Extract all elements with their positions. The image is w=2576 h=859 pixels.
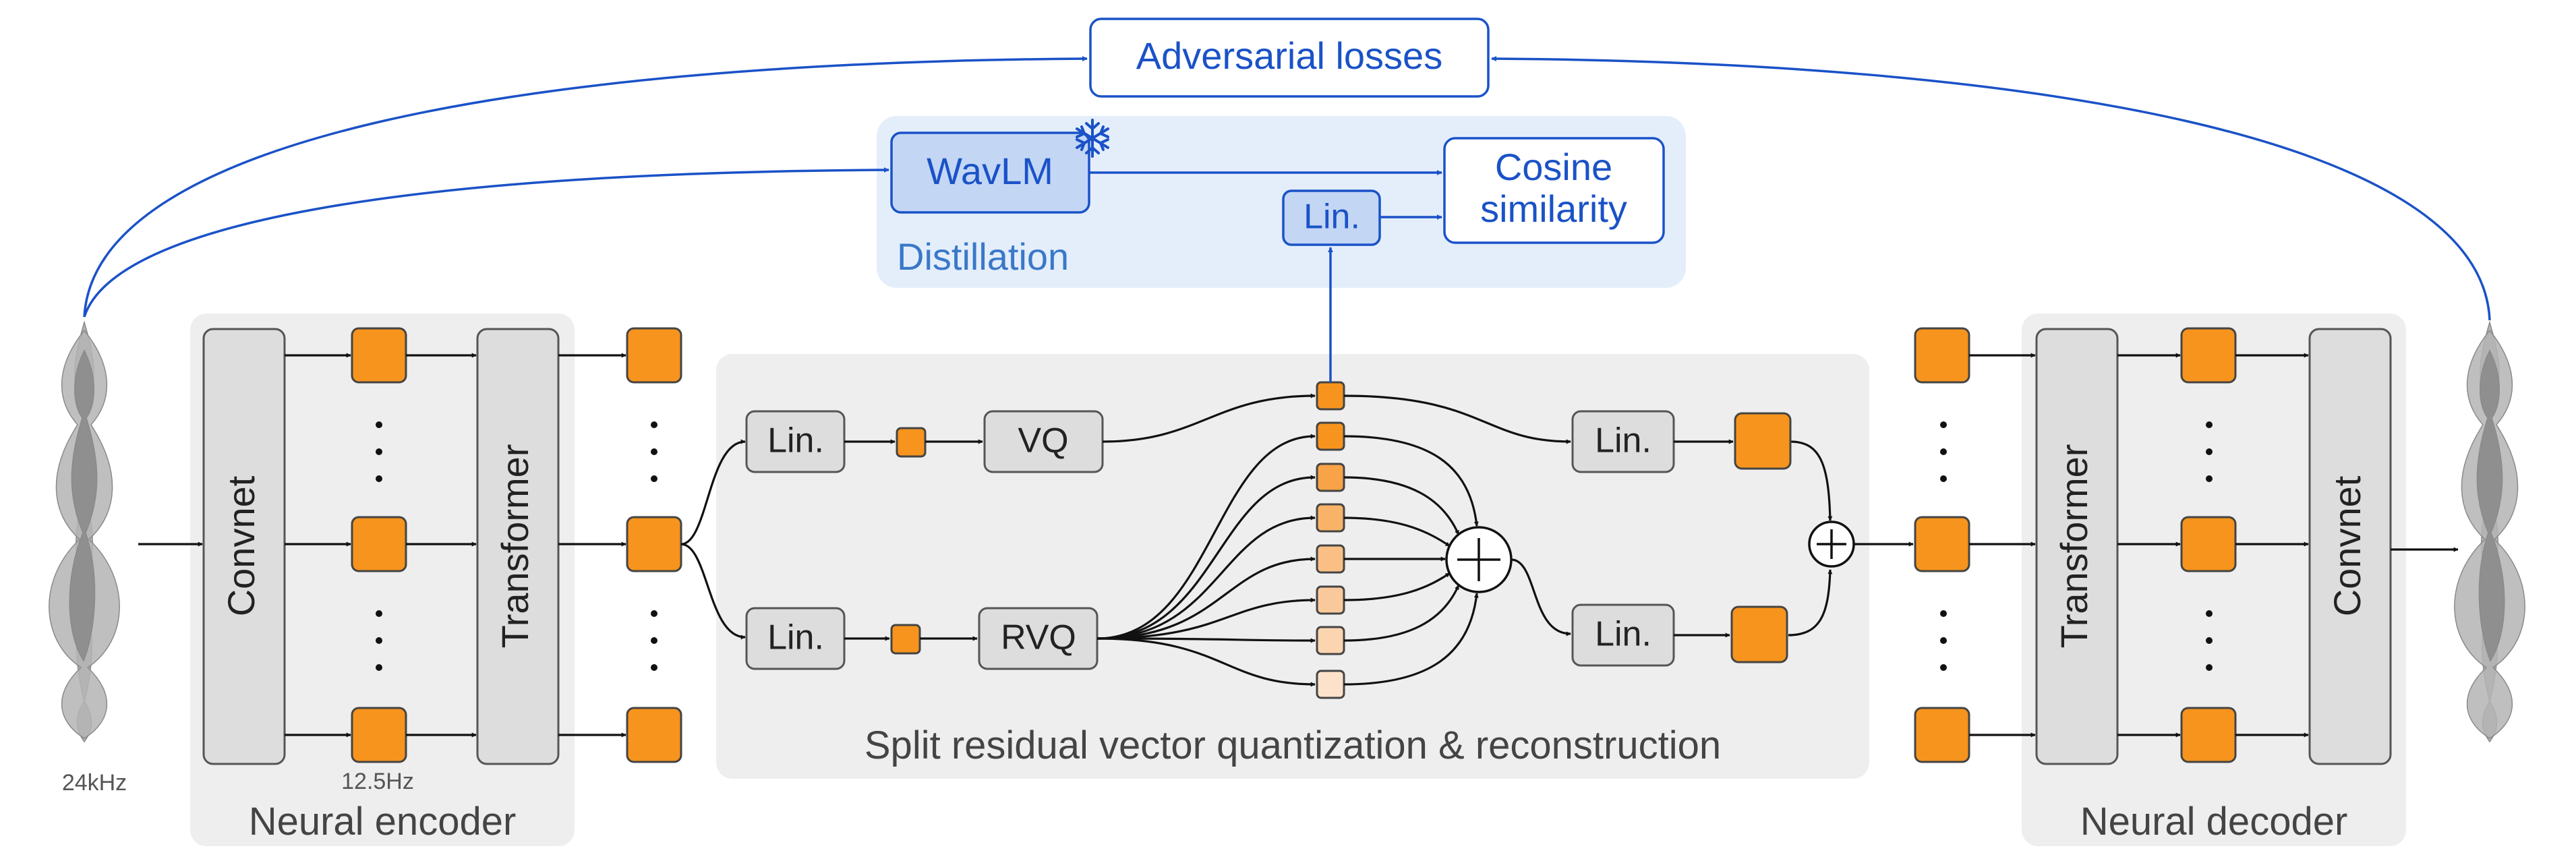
encoder-transformer-label: Transformer (494, 444, 536, 649)
cosine-similarity-block (1443, 137, 1665, 244)
neural-encoder-label: Neural encoder (249, 800, 517, 843)
output-waveform (2454, 320, 2525, 743)
decoder-token-top (2180, 327, 2237, 384)
split-rvq-panel (716, 354, 1869, 779)
decoder-token-mid (2180, 516, 2237, 572)
lin-semantic-in-label: Lin. (767, 421, 824, 461)
encoder-arrows (138, 353, 626, 738)
distill-lin-label: Lin. (1304, 198, 1360, 237)
encoder-transformer-block (476, 328, 560, 765)
adversarial-losses-label: Adversarial losses (1136, 34, 1442, 77)
latent-token-bottom (626, 707, 682, 763)
lin-semantic-out-label: Lin. (1595, 421, 1651, 461)
decoder-token-bottom (2180, 707, 2237, 763)
neural-decoder-label: Neural decoder (2080, 800, 2348, 843)
acoustic-code-token-4 (1316, 544, 1345, 574)
input-rate-label: 24kHz (62, 770, 127, 796)
ellipsis-dots (376, 421, 2213, 671)
split-arrows (680, 439, 746, 640)
acoustic-code-token-2 (1316, 463, 1345, 492)
decoder-transformer-block (2035, 328, 2119, 765)
semantic-latent-token (896, 427, 927, 458)
quant-output-arrows (1343, 394, 1914, 638)
acoustic-code-token-7 (1316, 670, 1345, 699)
lin-acoustic-in-label: Lin. (767, 618, 824, 657)
acoustic-code-token-1 (1316, 421, 1345, 451)
decoder-convnet-label: Convnet (2326, 475, 2368, 616)
semantic-code-token (1316, 381, 1345, 411)
decoder-arrows (1969, 353, 2459, 738)
acoustic-code-token-3 (1316, 503, 1345, 533)
distillation-label: Distillation (897, 235, 1069, 278)
latent-token-mid (626, 516, 682, 572)
quant-inner-arrows (844, 439, 983, 641)
frame-rate-label: 12.5Hz (341, 769, 414, 794)
encoder-token-bottom (351, 707, 407, 763)
latent-token-top (626, 327, 682, 384)
decoder-input-token-top (1914, 327, 1970, 384)
cosine-label-line1: Cosine (1495, 146, 1612, 188)
encoder-token-mid (351, 516, 407, 572)
acoustic-reconstructed-token (1730, 605, 1788, 663)
cosine-label-line2: similarity (1480, 187, 1627, 230)
encoder-convnet-label: Convnet (220, 475, 262, 616)
snowflake-icon (1076, 119, 1109, 158)
rvq-label: RVQ (1001, 618, 1076, 657)
split-rvq-panel-label: Split residual vector quantization & rec… (865, 723, 1721, 767)
code-tokens (1316, 381, 1345, 699)
decoder-input-token-bottom (1914, 707, 1970, 763)
semantic-reconstructed-token (1734, 412, 1792, 470)
decoder-convnet-block (2308, 328, 2392, 765)
tokens-to-sum-arrows (1343, 435, 1479, 686)
acoustic-code-token-5 (1316, 585, 1345, 615)
encoder-token-top (351, 327, 407, 384)
acoustic-latent-token (890, 624, 921, 655)
adversarial-arrows (83, 56, 2491, 321)
vq-label: VQ (1018, 421, 1068, 461)
encoder-convnet-block (202, 328, 286, 765)
input-waveform (49, 320, 120, 743)
decoder-input-token-mid (1914, 516, 1970, 572)
wavlm-label: WavLM (927, 150, 1053, 192)
lin-acoustic-out-label: Lin. (1595, 615, 1651, 654)
adversarial-losses-block (1089, 18, 1490, 98)
decoder-transformer-label: Transformer (2053, 444, 2095, 649)
acoustic-code-token-6 (1316, 626, 1345, 655)
vq-fan-arrows (1096, 393, 1316, 687)
distillation-arrows (1089, 170, 1442, 382)
